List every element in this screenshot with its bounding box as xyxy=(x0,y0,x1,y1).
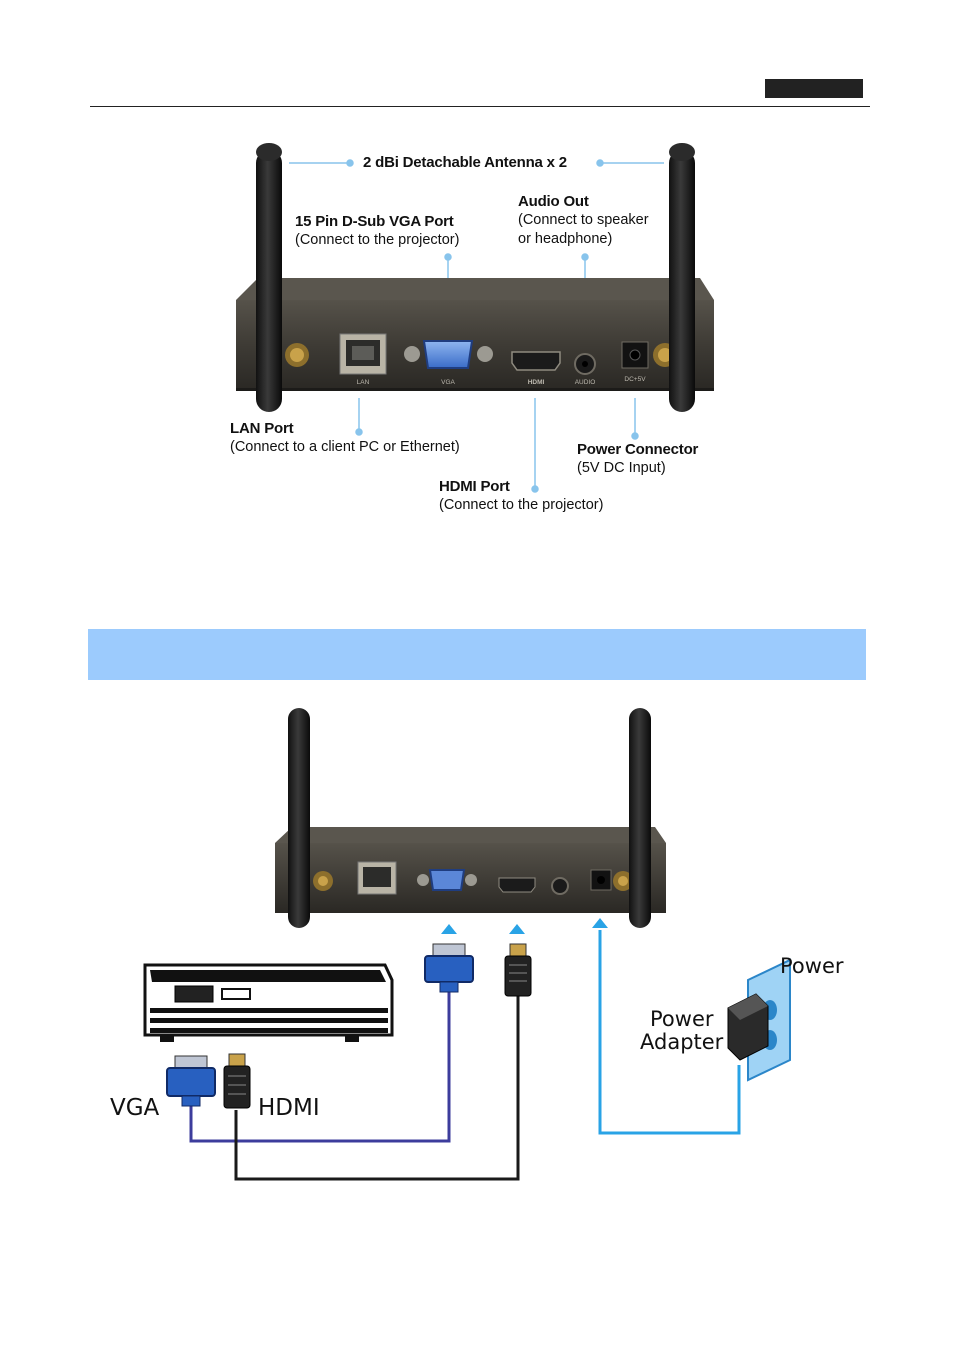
vga-port-graphic xyxy=(404,340,493,369)
power-outlet-label: Power xyxy=(780,954,844,978)
hdmi-cable-label: HDMI xyxy=(258,1095,320,1121)
section-heading-bar xyxy=(88,629,866,680)
antenna-left xyxy=(256,143,282,412)
panel-label-dc: DC+5V xyxy=(624,376,646,383)
lan-port-graphic xyxy=(339,333,387,375)
connection-diagram xyxy=(143,708,791,1181)
header-rule xyxy=(90,106,870,107)
panel-label-lan: LAN xyxy=(357,379,370,386)
device-rear-panel-diagram: LAN VGA HDMI AUDIO DC+5V xyxy=(236,143,714,493)
device-body xyxy=(236,278,714,391)
power-connector-desc: (5V DC Input) xyxy=(577,460,666,476)
vga-plug-projector xyxy=(166,1055,216,1107)
audio-out-desc-line2: or headphone) xyxy=(518,231,613,247)
dc-port-graphic xyxy=(621,341,649,369)
audio-out-desc-line1: (Connect to speaker xyxy=(518,212,649,228)
audio-out-title: Audio Out xyxy=(518,193,589,210)
hdmi-cable xyxy=(234,990,520,1181)
power-connector-title: Power Connector xyxy=(577,441,699,458)
panel-label-vga: VGA xyxy=(441,379,455,386)
antenna-base-left xyxy=(285,343,309,367)
vga-cable-label: VGA xyxy=(110,1095,160,1121)
vga-port-title: 15 Pin D-Sub VGA Port xyxy=(295,213,454,230)
hdmi-port-desc: (Connect to the projector) xyxy=(439,497,604,513)
lan-port-title: LAN Port xyxy=(230,420,294,437)
panel-label-audio: AUDIO xyxy=(575,379,596,386)
callout-lines xyxy=(289,159,664,493)
lan-port-desc: (Connect to a client PC or Ethernet) xyxy=(230,439,460,455)
connection-arrows xyxy=(441,918,608,934)
antenna-label: 2 dBi Detachable Antenna x 2 xyxy=(363,154,567,171)
projector-graphic xyxy=(143,963,394,1042)
power-adapter-label-line1: Power xyxy=(650,1007,714,1031)
hdmi-port-title: HDMI Port xyxy=(439,478,510,495)
header-tab xyxy=(765,79,863,98)
device-body-small xyxy=(275,708,666,928)
vga-cable xyxy=(189,990,451,1143)
audio-port-graphic xyxy=(574,353,596,375)
panel-label-hdmi: HDMI xyxy=(528,379,545,386)
hdmi-plug-projector xyxy=(223,1053,251,1109)
power-adapter-label-line2: Adapter xyxy=(640,1030,724,1054)
power-adapter-graphic xyxy=(727,993,769,1061)
hdmi-port-graphic xyxy=(511,351,561,371)
vga-plug-device xyxy=(424,943,474,993)
antenna-right xyxy=(669,143,695,412)
vga-port-desc: (Connect to the projector) xyxy=(295,232,460,248)
hdmi-plug-device xyxy=(504,943,532,997)
power-cable xyxy=(598,930,741,1135)
